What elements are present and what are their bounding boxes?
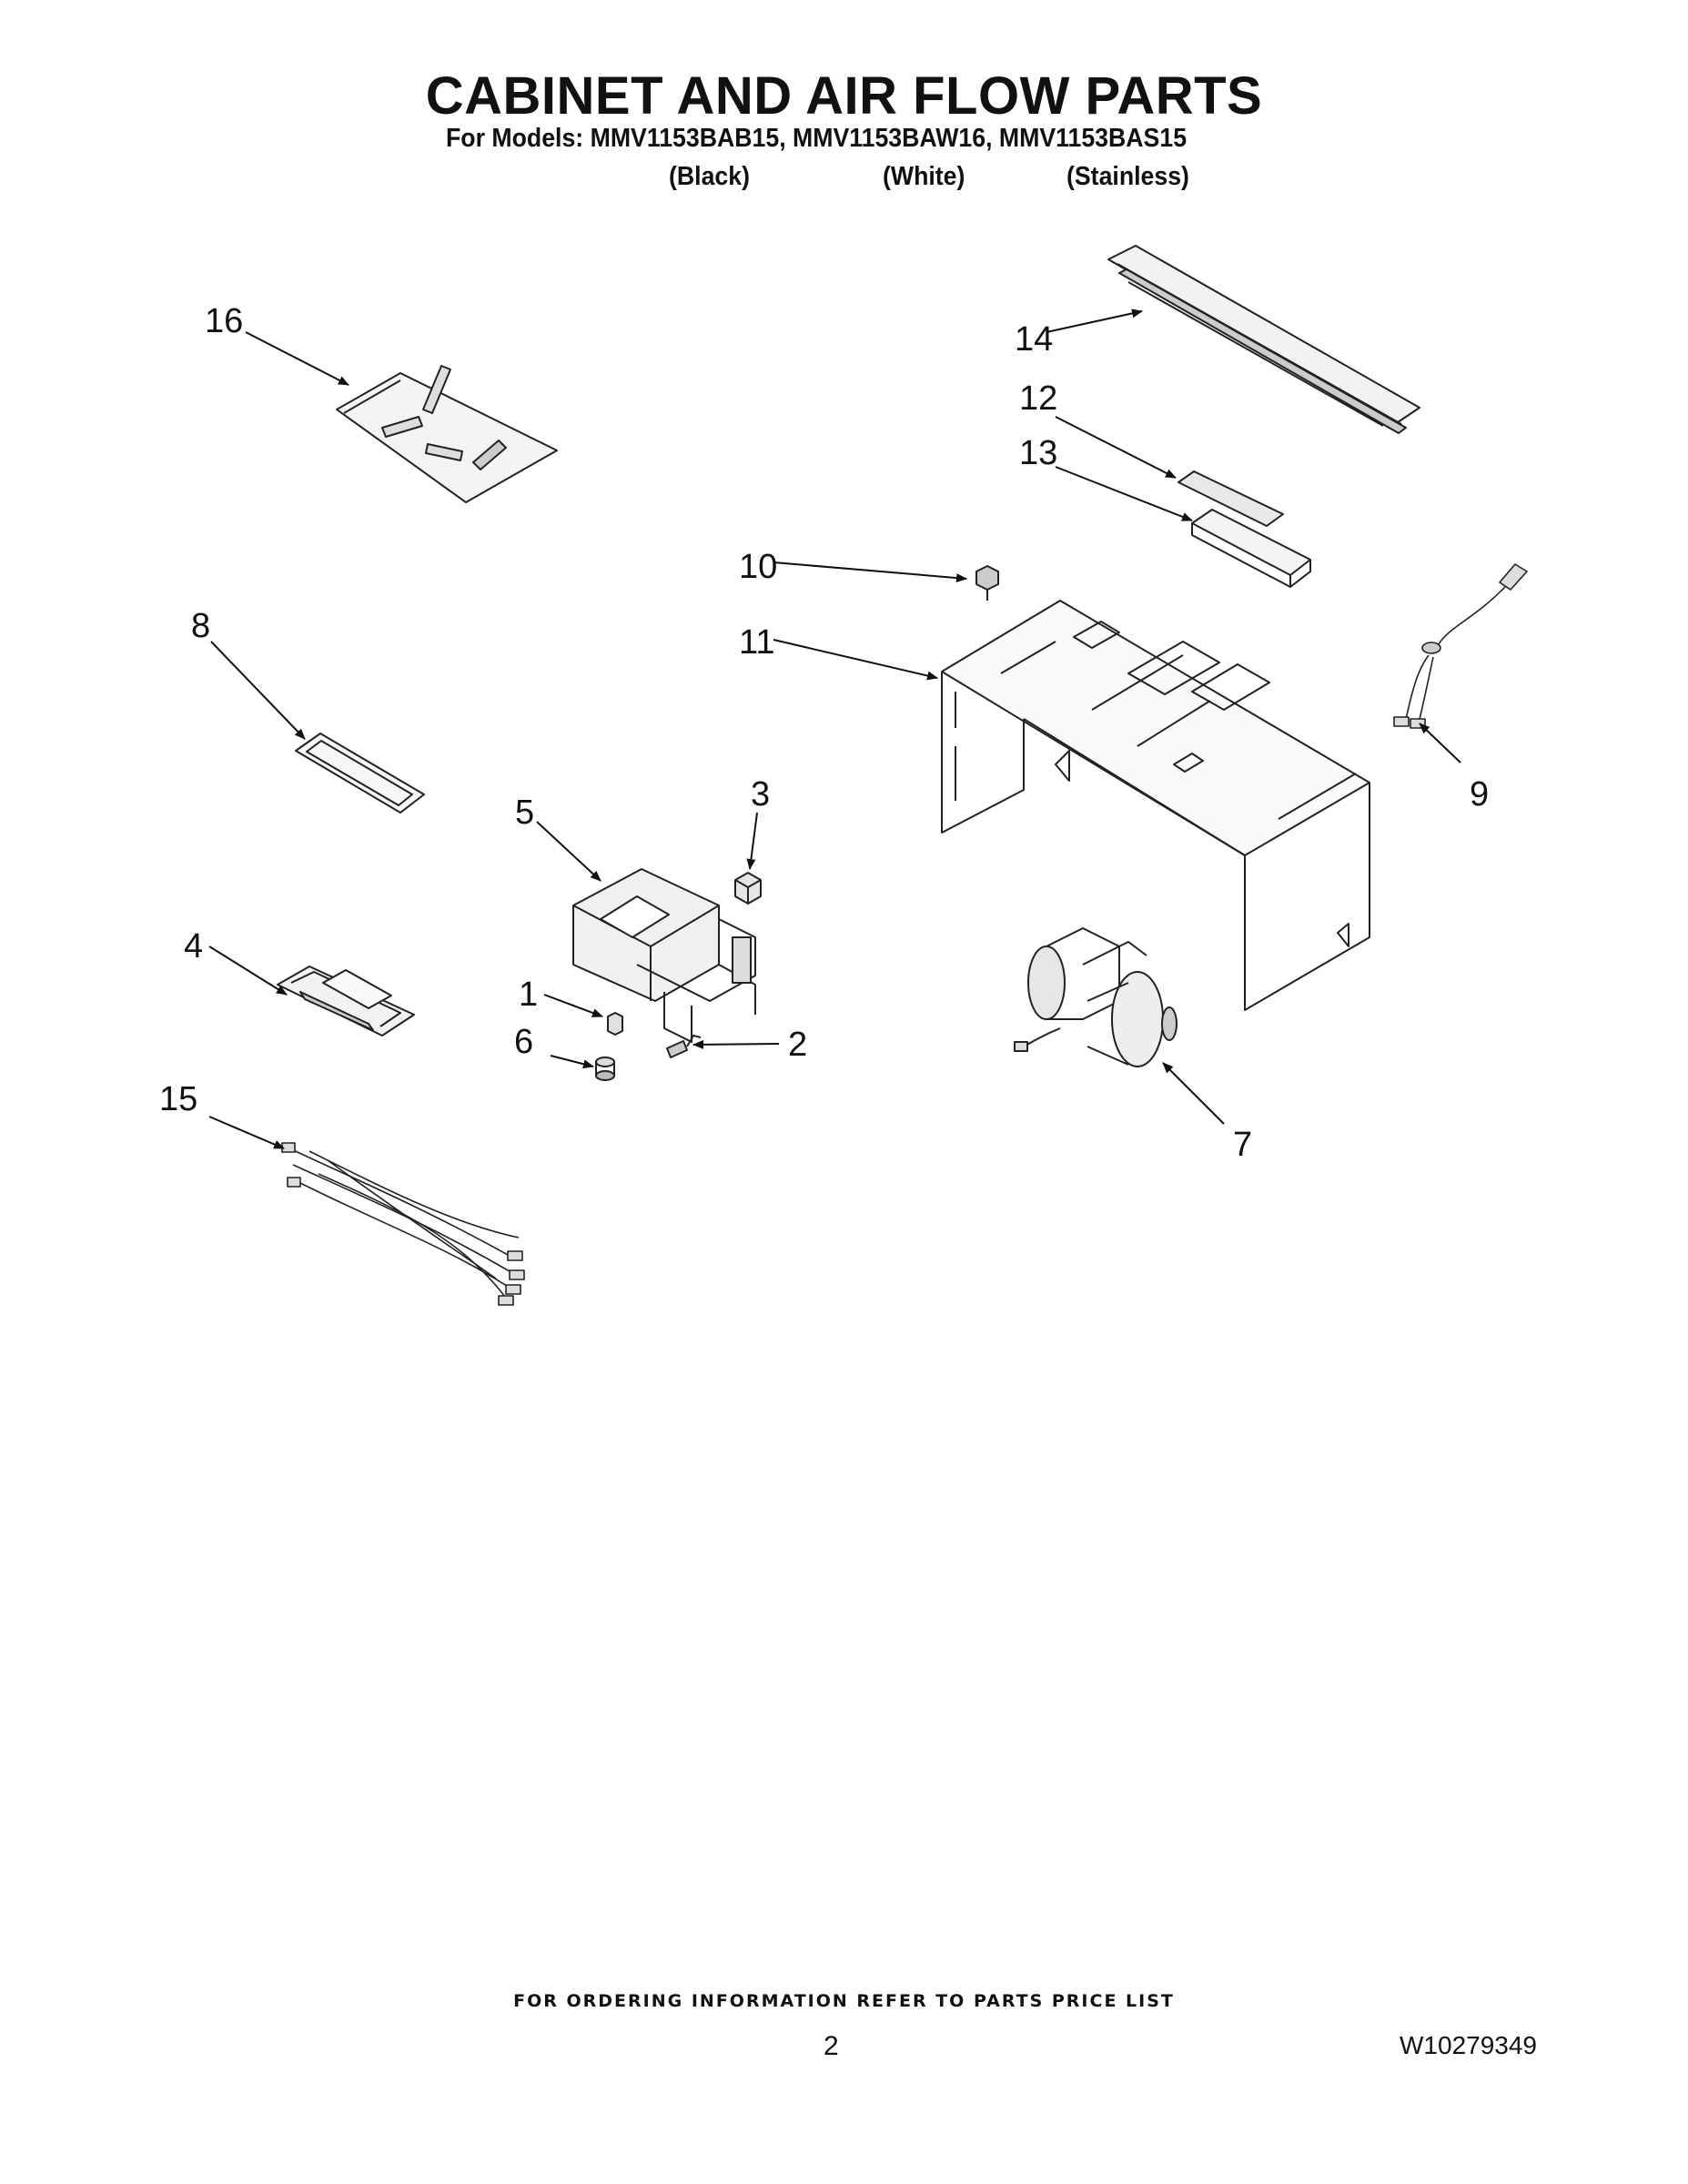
arrow-8: [210, 641, 306, 740]
part-10-clip: [975, 565, 999, 601]
part-2-sensor: [666, 1035, 702, 1058]
arrow-9: [1419, 723, 1461, 763]
part-4-light-housing: [277, 966, 415, 1036]
arrow-2: [692, 1039, 780, 1049]
part-7-blower-motor: [1014, 927, 1178, 1067]
models-line: For Models: MMV1153BAB15, MMV1153BAW16, …: [446, 124, 1188, 153]
arrow-7: [1162, 1062, 1225, 1125]
document-number: W10279349: [1400, 2031, 1538, 2059]
arrow-5: [536, 821, 601, 882]
part-12-damper: [1178, 470, 1284, 527]
callout-7: 7: [1233, 1126, 1252, 1164]
page-title: CABINET AND AIR FLOW PARTS: [425, 66, 1263, 126]
callout-9: 9: [1470, 775, 1489, 814]
part-16-hardware-bag: [336, 365, 558, 503]
page-number: 2: [824, 2031, 839, 2061]
part-6-thermal-cutout: [595, 1057, 615, 1081]
callout-1: 1: [519, 976, 538, 1014]
part-5-air-duct: [572, 868, 756, 1043]
callout-10: 10: [739, 548, 777, 586]
leader-arrows: [208, 308, 1461, 1149]
part-9-power-cord: [1393, 563, 1528, 729]
callout-5: 5: [515, 794, 534, 832]
callout-14: 14: [1015, 320, 1053, 359]
callout-12: 12: [1019, 379, 1057, 418]
callout-11: 11: [739, 623, 774, 662]
part-1-switch: [607, 1012, 623, 1036]
arrow-14: [1046, 308, 1143, 333]
callout-numbers: 16 14 12 13 10 11 8 9 3 5 4 1 6 2 15 7: [159, 302, 1489, 1164]
callout-4: 4: [184, 927, 203, 966]
callout-8: 8: [191, 607, 210, 645]
callout-2: 2: [788, 1026, 807, 1064]
part-8-filter: [295, 733, 425, 814]
arrow-13: [1055, 466, 1193, 521]
part-13-damper-housing: [1191, 509, 1311, 588]
arrow-1: [543, 994, 603, 1017]
arrow-11: [773, 639, 938, 681]
part-14-vent-rail: [1107, 245, 1420, 434]
part-15-wire-harness: [281, 1142, 525, 1306]
callout-15: 15: [159, 1080, 197, 1118]
part-3-switch: [734, 872, 762, 905]
arrow-16: [245, 331, 349, 386]
ordering-note: FOR ORDERING INFORMATION REFER TO PARTS …: [513, 1991, 1175, 2011]
callout-6: 6: [514, 1023, 533, 1061]
callout-3: 3: [751, 775, 770, 814]
callout-13: 13: [1019, 434, 1057, 472]
arrow-12: [1055, 416, 1177, 479]
variant-white: (White): [883, 162, 965, 191]
variant-black: (Black): [669, 162, 750, 191]
arrow-3: [746, 812, 758, 870]
arrow-6: [550, 1055, 594, 1069]
variant-stainless: (Stainless): [1066, 162, 1189, 191]
part-11-cabinet: [941, 600, 1370, 1011]
arrow-15: [208, 1116, 285, 1149]
callout-16: 16: [205, 302, 243, 340]
arrow-4: [208, 945, 288, 996]
arrow-10: [773, 561, 967, 583]
